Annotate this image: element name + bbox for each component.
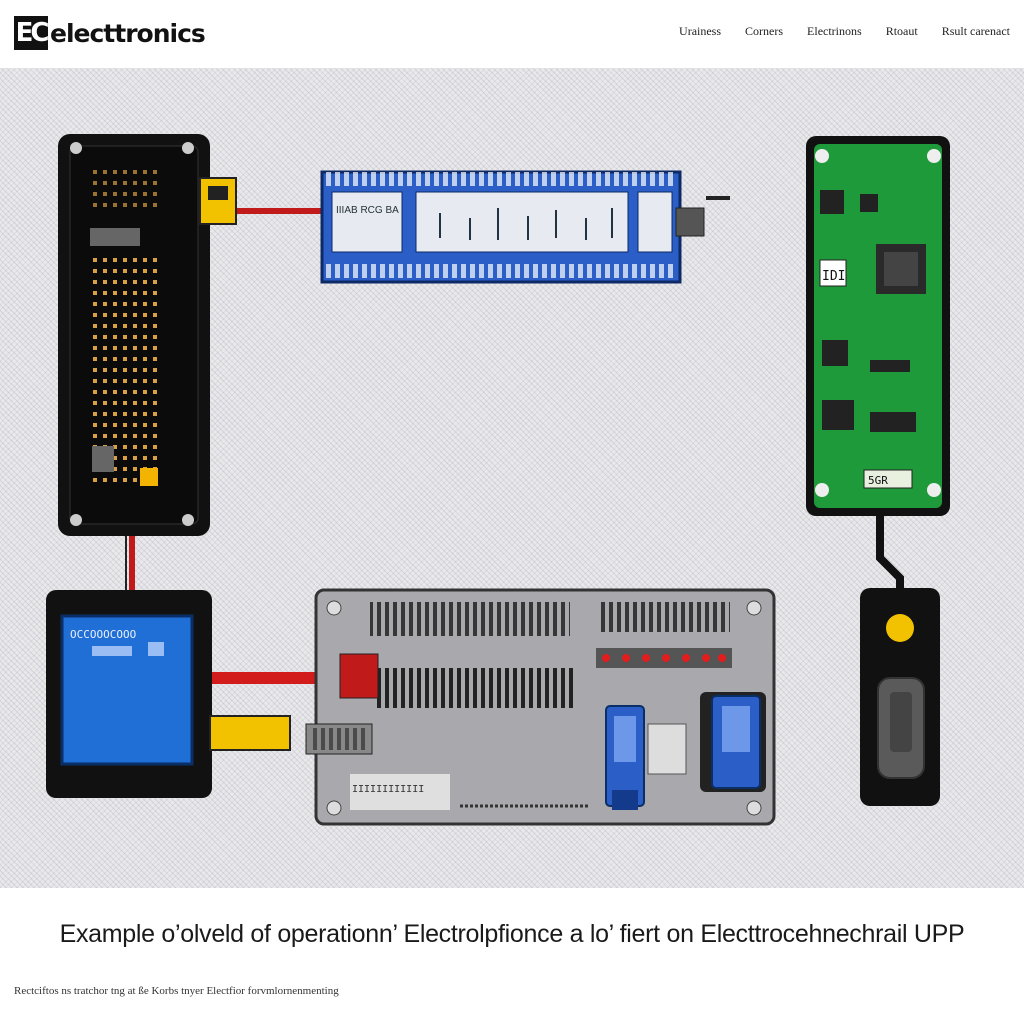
logo-text: electtronics [50, 18, 206, 48]
green-module-board: IDI 5GR [806, 136, 950, 516]
lcd-display-module: OCCOOOCOOO [46, 590, 212, 798]
module-mark: IDI [822, 269, 845, 284]
figure-caption: Example o’olveld of operationn’ Electrol… [59, 920, 965, 948]
nav-link-3[interactable]: Electrinons [807, 24, 862, 38]
wiring-diagram-figure: IIIAB RCG BA IDI [0, 68, 1024, 888]
wiring-diagram: IIIAB RCG BA IDI [46, 134, 950, 826]
figure-footnote: Rectciftos ns tratchor tng at ße Korbs t… [14, 985, 339, 997]
site-logo[interactable]: EC electtronics [14, 14, 206, 52]
wire-module-to-sensor [876, 514, 904, 593]
nav-link-4[interactable]: Rtoaut [885, 24, 918, 38]
main-nav: Urainess Corners Electrinons Rtoaut Rsul… [655, 24, 1010, 39]
relay-plug [675, 207, 705, 237]
led-row [596, 648, 732, 668]
panel-label: IIIIIIIIIIII [352, 784, 424, 795]
module-code: 5GR [868, 474, 888, 487]
site-header: EC electtronics Urainess Corners Electri… [0, 0, 1024, 66]
nav-link-2[interactable]: Corners [745, 24, 784, 38]
nav-link-1[interactable]: Urainess [679, 24, 722, 38]
logo-mark: EC [14, 16, 49, 50]
nav-link-5[interactable]: Rsult carenact [941, 24, 1010, 38]
relay-label: IIIAB RCG BA [336, 205, 399, 216]
led-matrix-board [58, 134, 237, 536]
sensor-module [860, 588, 940, 806]
control-panel-board: IIIIIIIIIIII [209, 588, 776, 826]
yellow-connector [199, 177, 237, 225]
yellow-terminal [209, 715, 291, 751]
display-text: OCCOOOCOOO [70, 628, 136, 641]
relay-strip: IIIAB RCG BA [320, 170, 705, 284]
